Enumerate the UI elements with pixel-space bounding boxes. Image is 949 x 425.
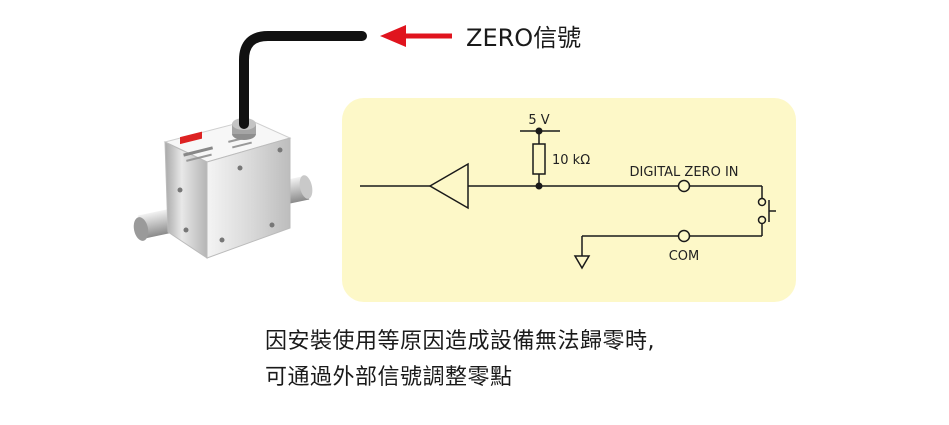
- signal-arrow: [380, 25, 452, 47]
- com-terminal-label: COM: [669, 249, 700, 264]
- circuit-panel: [342, 98, 796, 302]
- input-terminal-label: DIGITAL ZERO IN: [629, 165, 738, 180]
- sensor-left-face: [164, 141, 208, 259]
- supply-label: 5 V: [528, 113, 549, 128]
- sensor-cable: [239, 31, 367, 129]
- zero-signal-label: ZERO信號: [466, 24, 582, 52]
- junction-dot-supply: [535, 127, 543, 135]
- resistor-label: 10 kΩ: [552, 153, 590, 168]
- junction-dot-signal: [535, 182, 543, 190]
- switch-contact-top: [757, 197, 767, 207]
- sensor-brand-mark: [180, 131, 202, 145]
- switch-contact-bottom: [757, 215, 767, 225]
- circuit-schematic: [360, 130, 776, 270]
- com-terminal: [677, 229, 691, 243]
- ground-symbol: [573, 255, 591, 270]
- input-terminal: [677, 179, 691, 193]
- caption-line-1: 因安裝使用等原因造成設備無法歸零時,: [265, 329, 655, 354]
- torque-sensor-illustration: [133, 31, 367, 259]
- sensor-right-face: [206, 137, 291, 259]
- pullup-resistor: [532, 143, 546, 175]
- caption-line-2: 可通過外部信號調整零點: [265, 365, 513, 390]
